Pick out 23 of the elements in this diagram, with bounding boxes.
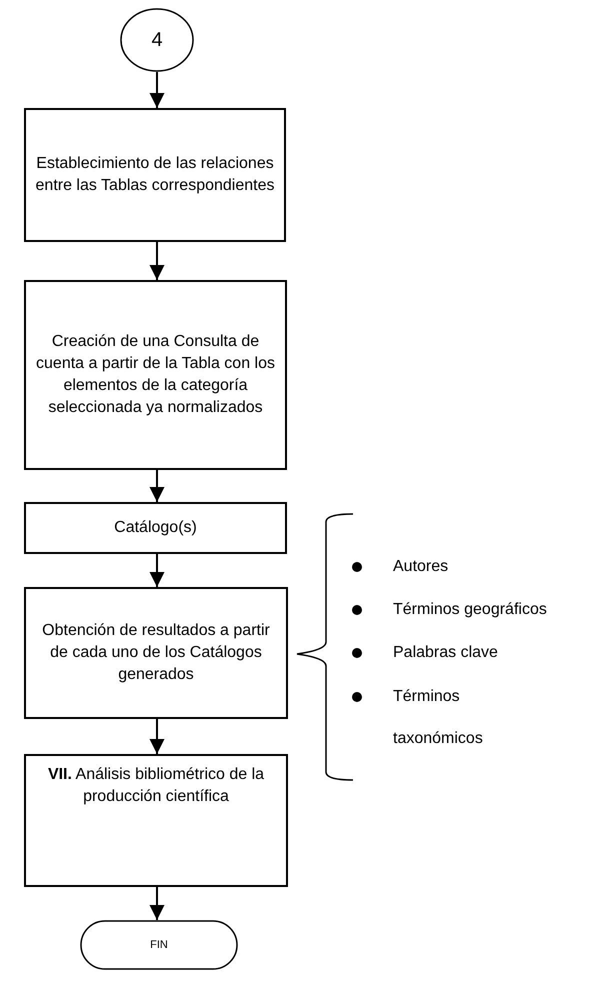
step-text: 4 [150,29,164,51]
process-box [24,754,288,887]
step-text: Obtención de resultados a partir de cada uno de los Catálogos generados [41,621,271,685]
list-item: Autores [393,557,450,577]
process-box [24,280,287,470]
process-box [24,587,288,719]
list-item: Términos geográficos [393,600,548,620]
list-item: Palabras clave [393,643,499,663]
arrow [150,554,164,587]
process-box [24,502,287,554]
arrow [150,242,164,280]
step-text: Establecimiento de las relaciones entre las Tablas correspondientes [34,154,276,196]
arrow [150,470,164,502]
step-text: Catálogo(s) [113,518,198,538]
step-text: VII. Análisis bibliométrico de la producción científica [46,765,266,807]
step-text: Creación de una Consulta de cuenta a partir de la Tabla con los elementos de la categoría seleccionada ya normalizados [35,332,276,418]
list-item: Términos taxonómicos [393,687,484,749]
arrow [150,887,164,920]
terminator-shape [80,920,238,970]
arrow [150,72,164,108]
process-box [24,108,286,242]
step-text: FIN [149,938,169,953]
arrow [150,719,164,754]
